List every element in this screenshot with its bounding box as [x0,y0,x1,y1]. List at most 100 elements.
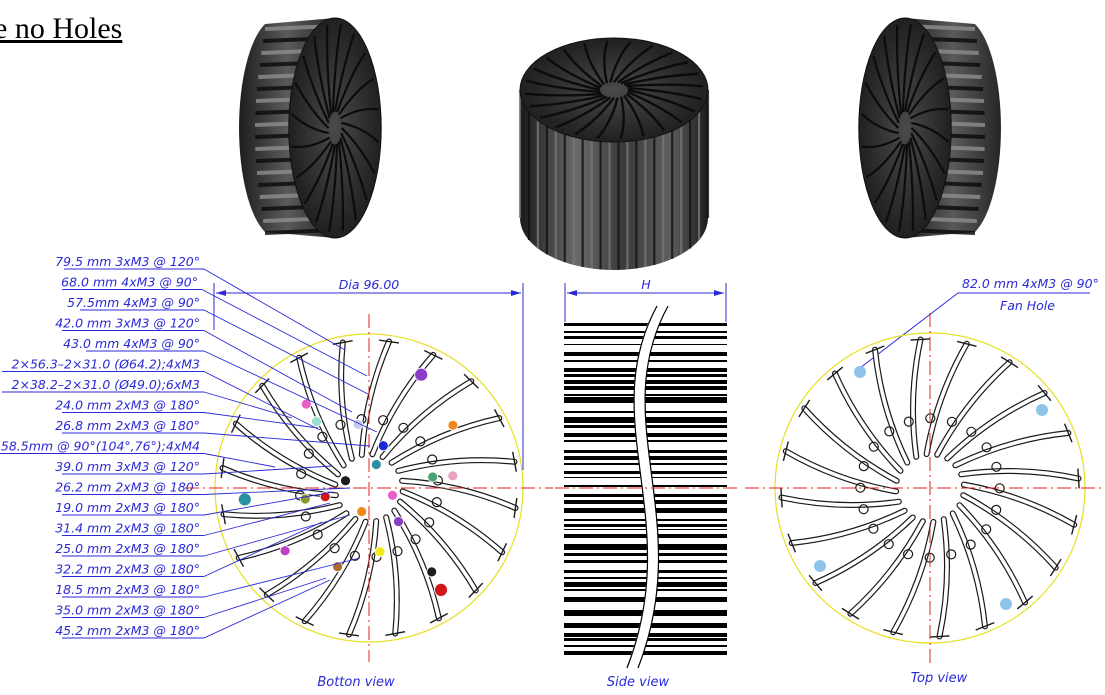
side-fin-band [564,534,727,538]
fin-hook [855,482,866,493]
annotation-label: 31.4 mm 2xM3 @ 180° [55,521,200,536]
side-view-fins [564,303,727,671]
fin-body [360,339,391,457]
annotation-leader [203,309,369,395]
fin-hook [410,534,421,545]
render-face-fin [903,33,926,112]
fin-tip [883,629,904,636]
render-face-fin [907,141,915,231]
annotation-label: 25.0 mm 2xM3 @ 180° [55,541,200,556]
side-fin-band [564,582,727,587]
fin-tip [220,458,225,478]
fin-tip [463,373,479,389]
fin-body [370,353,436,457]
fin-hook [868,523,879,534]
render-face-fin [910,132,938,201]
fan-hole-dot [1000,598,1012,610]
render-face-fin [865,140,903,179]
mounting-hole-dot [340,475,351,487]
fin-tip [1016,595,1034,610]
mounting-hole-dot [237,492,252,507]
annotation-label: 39.0 mm 3xM3 @ 120° [55,459,200,474]
fin-tip [865,345,885,355]
render-face-fin [895,25,903,115]
fin-hook [903,416,914,427]
fin-hook [398,422,409,433]
render-face-fin [529,94,605,108]
mounting-hole-dot [370,459,382,470]
render-face-fin [341,121,380,143]
fin-tip [1077,468,1080,489]
fin-hook [883,539,894,550]
side-view-drawing: H [555,277,740,671]
fin-body [959,469,1081,481]
fin-tip [385,631,406,636]
render-face-fin [295,140,333,179]
annotation-leader [203,487,351,495]
fin-body [347,519,378,637]
render-face-fin [331,24,343,113]
render-face-fin [327,143,339,232]
fin-tip [1063,423,1073,443]
fin-outline [346,518,380,638]
render-face-fin [623,94,645,137]
annotation-leader [203,465,333,475]
fin-tip [808,574,823,592]
render-face-fin [325,25,333,115]
fin-body [962,482,1076,527]
annotation-leader [203,412,319,429]
fin-tip [295,616,315,627]
render-face-fin [596,97,619,140]
fin-body [396,458,517,473]
fin-tip [1049,558,1062,577]
fin-hook [317,431,328,442]
mounting-hole-dot [377,440,389,452]
annotation-label: 45.2 mm 2xM3 @ 180° [55,623,200,638]
render-face-fin [619,96,625,140]
fin-hook [858,461,869,472]
mounting-hole-dot [356,506,368,517]
fin-hook [946,416,958,427]
render-face-fin [883,35,901,119]
fin-hook [868,441,879,452]
annotation-label: 2×38.2–2×31.0 (Ø49.0);6xM3 [12,377,201,392]
page-title: e no Holes [0,12,123,45]
render-face-fin [336,51,367,113]
annotation-label: 58.5mm @ 90°(104°,76°);4xM4 [1,439,200,454]
mounting-hole-dot [427,471,439,483]
fin-body [784,449,898,494]
annotation-label: 35.0 mm 2xM3 @ 180° [55,603,200,618]
fin-body [873,347,910,465]
render-face-fin [909,107,949,120]
annotation-label: 79.5 mm 3xM3 @ 120° [55,254,200,269]
heatsink-render-center [518,37,710,270]
render-face-fin [524,92,602,97]
render-face-fin [623,72,699,86]
annotation-label: 19.0 mm 2xM3 @ 180° [55,500,200,515]
fin-body [924,342,969,456]
annotation-label: 2×56.3–2×31.0 (Ø64.2);4xM3 [12,357,201,372]
fin-tip [332,340,353,345]
annotation-leader [203,502,331,536]
annotation-leader [203,491,334,516]
fin-outline [391,507,442,622]
render-face-fin [340,132,368,201]
fin-body [264,517,358,597]
mounting-hole-dot [393,516,404,527]
render-face-fin [616,51,673,84]
fin-tip [259,587,275,603]
dim-label-h: H [641,277,651,292]
fin-body [339,340,354,461]
mounting-hole-dot [299,493,311,505]
fin-body [400,479,518,510]
fin-hook [427,454,438,465]
annotation-leader [203,514,351,557]
render-face-fin [583,43,605,86]
fin-tip [512,451,517,472]
top-view-drawing: 82.0 mm 4xM3 @ 90° Fan Hole [745,276,1105,663]
fin-body [950,511,987,629]
fin-tip [339,632,359,637]
fin-tip [798,399,811,418]
fin-hook [392,546,403,557]
